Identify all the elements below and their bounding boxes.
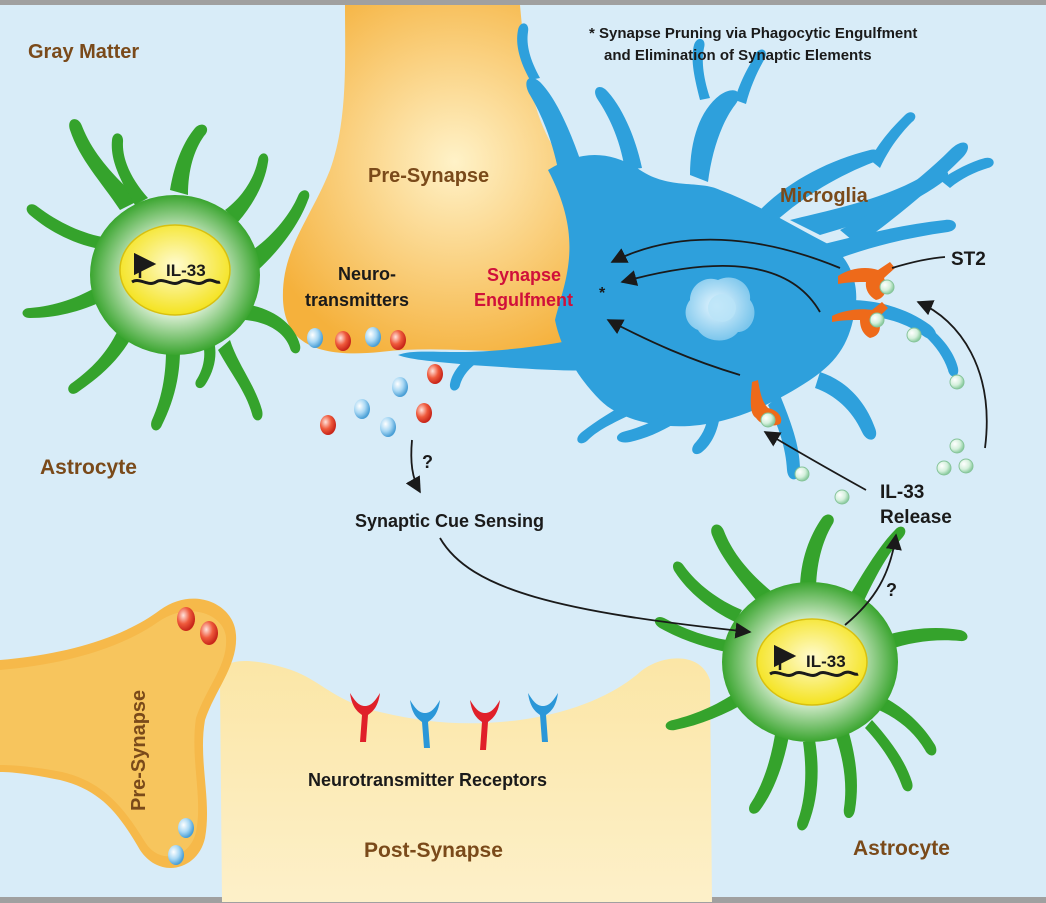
- release-to-microglia-arrow: [763, 431, 867, 491]
- receptor-red-icon: [470, 700, 500, 750]
- promoter-arrow-icon: [773, 644, 797, 670]
- neurotransmitter-receptor-icons: [350, 693, 558, 750]
- vesicle-red: [320, 415, 336, 435]
- st2-pointer-line: [891, 256, 946, 269]
- pathway-arrows: [405, 238, 988, 639]
- astrocyte-right: [654, 514, 968, 831]
- pre-synapse-top-label: Pre-Synapse: [368, 165, 489, 187]
- il33-particle: [794, 466, 810, 482]
- vesicle-blue: [354, 399, 370, 419]
- dna-strand-icon: [769, 670, 859, 677]
- il33-release-label-line-1: IL-33: [880, 482, 924, 503]
- gray-matter-label: Gray Matter: [28, 41, 139, 63]
- receptor-blue-icon: [528, 693, 558, 742]
- release-to-st2-arrow: [916, 300, 988, 449]
- microglia-label: Microglia: [780, 185, 869, 207]
- il33-particle: [906, 327, 922, 343]
- il33-particle: [936, 460, 952, 476]
- st2-label: ST2: [951, 249, 986, 270]
- synapse-engulfment-label-line-1: Synapse: [487, 265, 561, 285]
- il33-left-label: IL-33: [166, 261, 206, 280]
- vesicle-red: [200, 621, 218, 645]
- footnote-line-2: and Elimination of Synaptic Elements: [604, 47, 872, 64]
- il33-particles: [760, 279, 974, 505]
- st2-receptor-icon: [750, 380, 782, 426]
- top-border: [0, 0, 1046, 5]
- astrocyte-right-label: Astrocyte: [853, 837, 950, 860]
- cue-sensing-arrow: [405, 439, 421, 494]
- pre-synapse-left-label: Pre-Synapse: [128, 690, 150, 811]
- il33-particle: [949, 374, 965, 390]
- vesicle-blue: [168, 845, 184, 865]
- il33-right-label: IL-33: [806, 652, 846, 671]
- il33-particle: [958, 458, 974, 474]
- engulfment-arrow-2: [620, 265, 821, 313]
- cue-question-mark: ?: [422, 452, 433, 472]
- il33-particle: [879, 279, 895, 295]
- il33-nucleus-left: [119, 224, 231, 316]
- receptor-blue-icon: [410, 700, 440, 748]
- vesicle-red: [427, 364, 443, 384]
- neurotransmitters-label-line-1: Neuro-: [338, 264, 396, 284]
- vesicle-blue: [380, 417, 396, 437]
- neurotransmitter-receptors-label: Neurotransmitter Receptors: [308, 770, 547, 790]
- neurotransmitter-vesicles: [168, 327, 443, 865]
- engulfment-arrow-3: [606, 319, 741, 376]
- vesicle-blue: [178, 818, 194, 838]
- vesicle-blue: [365, 327, 381, 347]
- il33-release-label-line-2: Release: [880, 507, 952, 528]
- il33-particle: [869, 312, 885, 328]
- engulfment-arrow-1: [610, 238, 841, 269]
- post-synapse-label: Post-Synapse: [364, 839, 503, 862]
- synapse-engulfment-label-line-2: Engulfment: [474, 290, 573, 310]
- neurotransmitters-label-line-2: transmitters: [305, 290, 409, 310]
- il33-particle: [949, 438, 965, 454]
- receptor-red-icon: [350, 693, 380, 742]
- vesicle-blue: [307, 328, 323, 348]
- release-question-mark: ?: [886, 580, 897, 600]
- footnote-line-1: * Synapse Pruning via Phagocytic Engulfm…: [589, 25, 917, 42]
- promoter-arrow-icon: [133, 252, 157, 278]
- vesicle-blue: [392, 377, 408, 397]
- vesicle-red: [335, 331, 351, 351]
- engulfment-asterisk: *: [599, 285, 606, 302]
- astrocyte-left-label: Astrocyte: [40, 456, 137, 479]
- pre-synapse-top-terminal: [282, 5, 627, 354]
- cue-to-astrocyte-arrow: [439, 537, 752, 639]
- synaptic-cue-sensing-label: Synaptic Cue Sensing: [355, 511, 544, 531]
- dna-strand-icon: [131, 278, 221, 285]
- il33-particle: [834, 489, 850, 505]
- microglia-cell: [398, 23, 994, 480]
- il33-particle: [760, 412, 776, 428]
- vesicle-red: [177, 607, 195, 631]
- vesicle-red: [390, 330, 406, 350]
- vesicle-red: [416, 403, 432, 423]
- astrocyte-to-release-arrow: [844, 533, 902, 626]
- il33-nucleus-right: [756, 618, 868, 706]
- post-synapse-terminal: [219, 658, 713, 902]
- st2-receptor-icon: [832, 302, 888, 338]
- labels: Gray Matter * Synapse Pruning via Phagoc…: [28, 25, 986, 862]
- astrocyte-left: [22, 119, 310, 431]
